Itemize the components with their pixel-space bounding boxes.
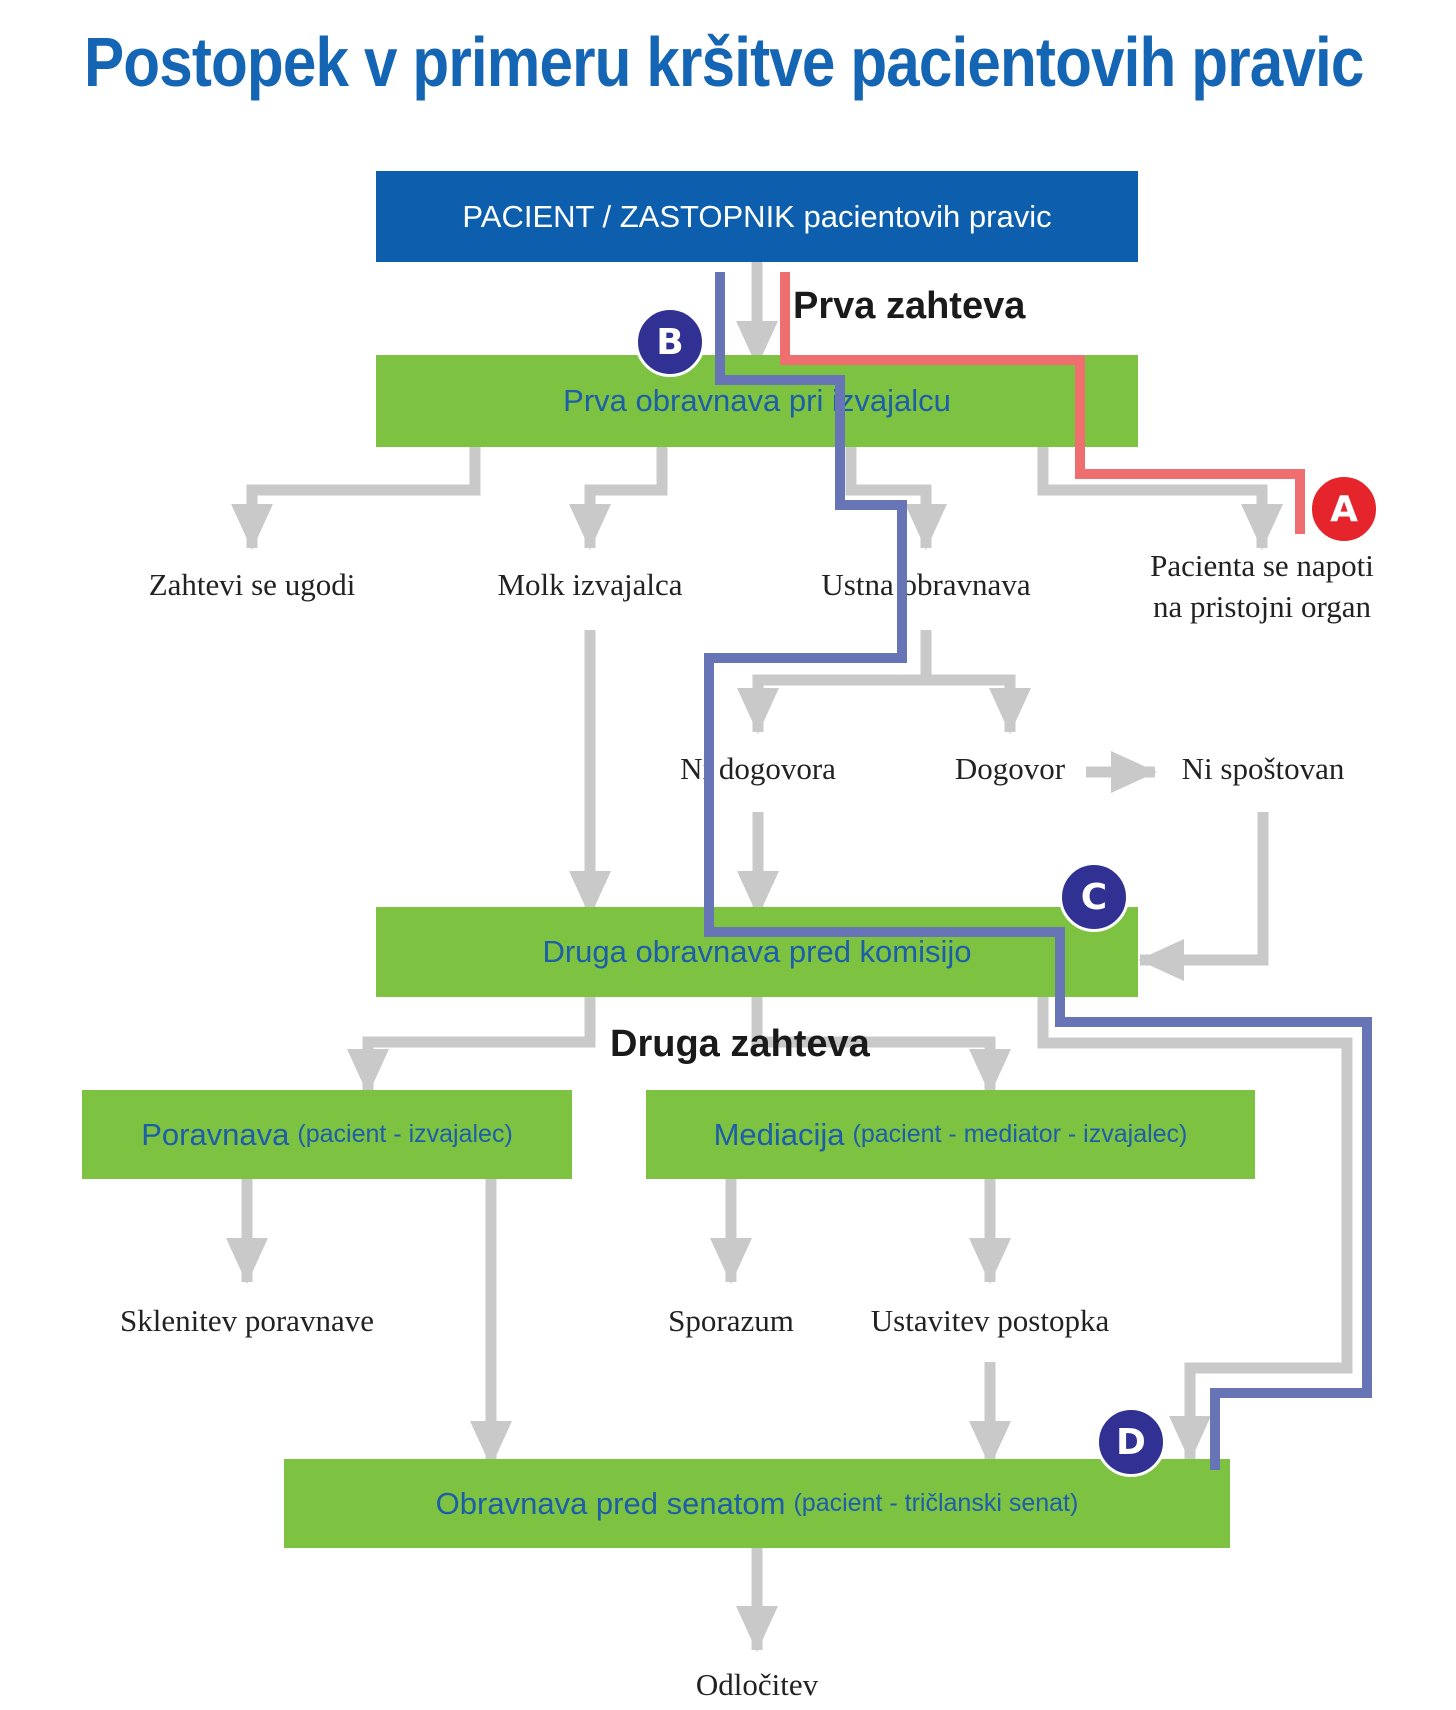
outcome-referred-line2: na pristojni organ (1152, 589, 1372, 624)
mediation-label: Mediacija (713, 1116, 845, 1152)
first-hearing-label: Prva obravnava pri izvajalcu (563, 383, 951, 418)
arrow-to-mediation (751, 997, 1011, 1095)
arrow-to-no-agreement (737, 674, 926, 734)
patient-box-label: PACIENT / ZASTOPNIK pacientovih pravic (462, 198, 1052, 234)
outcome-procedure-stopped: Ustavitev postopka (870, 1303, 1110, 1338)
arrow-to-referred (1037, 447, 1283, 550)
outcome-settlement-concluded: Sklenitev poravnave (120, 1303, 374, 1338)
settlement-label: Poravnava (141, 1116, 290, 1152)
outcome-referred-line1: Pacienta se napoti (1150, 548, 1374, 583)
senate-sub-label: (pacient - tričlanski senat) (793, 1489, 1079, 1517)
outcome-agreement: Dogovor (954, 751, 1066, 786)
arrow-to-settlement (347, 997, 596, 1095)
outcome-accord: Sporazum (668, 1303, 794, 1338)
settlement-box: Poravnava (pacient - izvajalec) (82, 1090, 572, 1179)
outcome-oral-hearing: Ustna obravnava (821, 567, 1031, 602)
arrow-second-to-senate (1037, 997, 1353, 1462)
path-b-c-d-navy (704, 272, 1372, 1470)
senate-label: Obravnava pred senatom (435, 1485, 786, 1521)
page-title: Postopek v primeru kršitve pacientovih p… (84, 23, 1364, 101)
marker-a-badge: A (1309, 474, 1379, 544)
second-request-heading: Druga zahteva (610, 1023, 870, 1065)
arrow-not-respected-to-second-hearing (1138, 812, 1269, 981)
marker-d-badge: D (1096, 1407, 1166, 1477)
arrow-to-granted (231, 447, 481, 550)
outcome-provider-silence: Molk izvajalca (497, 567, 683, 602)
arrow-to-oral-hearing (845, 447, 947, 550)
path-a-red (780, 272, 1305, 534)
outcome-granted: Zahtevi se ugodi (148, 567, 356, 602)
mediation-box: Mediacija (pacient - mediator - izvajale… (646, 1090, 1255, 1179)
mediation-sub-label: (pacient - mediator - izvajalec) (852, 1120, 1188, 1148)
patient-box: PACIENT / ZASTOPNIK pacientovih pravic (376, 171, 1138, 262)
senate-box: Obravnava pred senatom (pacient - tričla… (284, 1459, 1230, 1548)
second-hearing-label: Druga obravnava pred komisijo (542, 934, 972, 969)
arrow-to-agreement (926, 674, 1031, 734)
first-request-heading: Prva zahteva (793, 285, 1026, 327)
outcome-not-respected: Ni spoštovan (1181, 751, 1345, 786)
settlement-sub-label: (pacient - izvajalec) (297, 1120, 513, 1148)
first-hearing-box: Prva obravnava pri izvajalcu (376, 355, 1138, 447)
marker-c-badge: C (1059, 862, 1129, 932)
arrow-to-silence (569, 447, 668, 550)
marker-b-badge: B (635, 307, 705, 377)
second-hearing-box: Druga obravnava pred komisijo (376, 907, 1138, 997)
outcome-decision: Odločitev (695, 1667, 819, 1702)
